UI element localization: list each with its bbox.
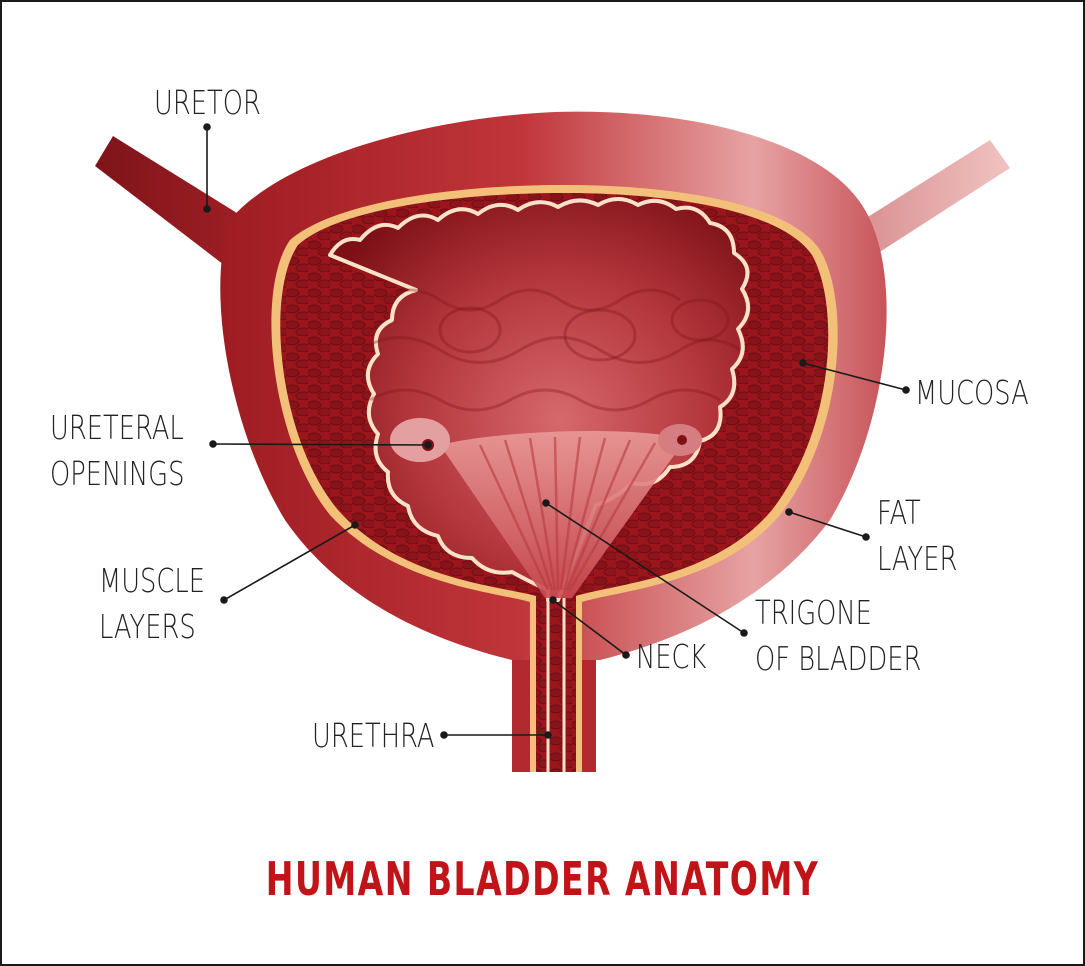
bladder-lumen <box>328 197 750 602</box>
label-muscle-layers: MUSCLE LAYERS <box>99 561 205 646</box>
diagram-title: HUMAN BLADDER ANATOMY <box>265 852 820 906</box>
label-trigone-of-bladder: TRIGONE OF BLADDER <box>755 593 922 678</box>
label-ureteral-openings: URETERAL OPENINGS <box>50 408 185 493</box>
trigone-ridges <box>478 436 657 591</box>
right-ureter <box>855 140 1010 255</box>
left-ureter <box>95 136 245 268</box>
label-mucosa: MUCOSA <box>915 373 1029 412</box>
label-neck: NECK <box>636 637 707 676</box>
leader-lines <box>203 123 910 739</box>
label-urethra: URETHRA <box>312 716 435 755</box>
mucosa-folds <box>359 288 741 412</box>
label-uretor: URETOR <box>154 83 261 122</box>
label-fat-layer: FAT LAYER <box>877 493 958 578</box>
ureteral-opening-left <box>390 418 450 462</box>
